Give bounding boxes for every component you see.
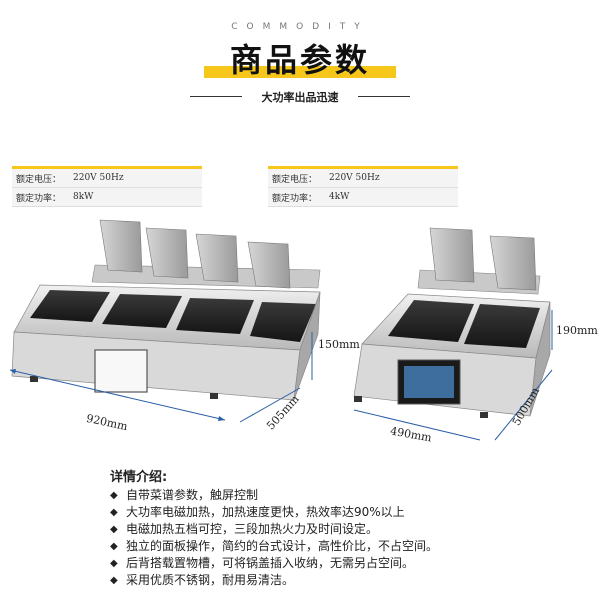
cooking-plate	[388, 300, 474, 342]
spec-accent-bar	[268, 166, 458, 169]
list-item: ◆ 独立的面板操作，简约的台式设计，高性价比，不占空间。	[110, 538, 590, 555]
spec-value: 4kW	[329, 192, 350, 202]
diamond-bullet-icon: ◆	[110, 507, 118, 518]
list-item: ◆ 采用优质不锈钢，耐用易清洁。	[110, 572, 590, 589]
diamond-bullet-icon: ◆	[110, 558, 118, 569]
four-zone-cooker-image	[11, 219, 321, 401]
spec-label: 额定电压：	[272, 174, 318, 185]
diamond-bullet-icon: ◆	[110, 524, 118, 535]
detail-text: 自带菜谱参数，触屏控制	[126, 488, 259, 502]
lid-icon	[489, 235, 537, 291]
diamond-bullet-icon: ◆	[110, 490, 118, 501]
spec-label: 额定电压：	[16, 174, 62, 185]
cooking-plate	[464, 304, 540, 348]
spec-value: 220V 50Hz	[329, 173, 380, 183]
spec-row: 额定功率： 4kW	[268, 188, 458, 207]
detail-text: 采用优质不锈钢，耐用易清洁。	[126, 573, 295, 587]
diamond-bullet-icon: ◆	[110, 541, 118, 552]
list-item: ◆ 自带菜谱参数，触屏控制	[110, 487, 590, 504]
cooking-plate	[250, 302, 316, 342]
list-item: ◆ 后背搭载置物槽，可将锅盖插入收纳，无需另占空间。	[110, 555, 590, 572]
spec-row: 额定电压： 220V 50Hz	[12, 169, 202, 188]
lid-icon	[429, 227, 475, 283]
dim-height-right: 190mm	[556, 324, 598, 337]
spec-value: 220V 50Hz	[73, 173, 124, 183]
detail-text: 电磁加热五档可控，三段加热火力及时间设定。	[126, 522, 379, 536]
section-overline: COMMODITY	[231, 22, 369, 32]
details-title: 详情介绍:	[110, 470, 168, 485]
detail-text: 后背搭载置物槽，可将锅盖插入收纳，无需另占空间。	[126, 556, 415, 570]
spec-label: 额定功率：	[272, 193, 318, 204]
spec-table-8kw: 额定电压： 220V 50Hz 额定功率： 8kW	[12, 166, 202, 207]
dimension-lines-left	[9, 332, 313, 423]
section-subtitle: 大功率出品迅速	[261, 91, 339, 104]
spec-value: 8kW	[73, 192, 94, 202]
list-item: ◆ 电磁加热五档可控，三段加热火力及时间设定。	[110, 521, 590, 538]
subtitle-line-left	[190, 96, 242, 97]
two-zone-cooker-image	[353, 227, 551, 418]
lid-rack	[91, 219, 321, 289]
detail-text: 独立的面板操作，简约的台式设计，高性价比，不占空间。	[126, 539, 439, 553]
title-highlight	[204, 66, 396, 78]
cooking-plate	[102, 294, 182, 328]
diamond-bullet-icon: ◆	[110, 575, 118, 586]
details-list: ◆ 自带菜谱参数，触屏控制 ◆ 大功率电磁加热，加热速度更快，热效率达90%以上 ◆…	[110, 487, 590, 589]
spec-row: 额定电压： 220V 50Hz	[268, 169, 458, 188]
spec-label: 额定功率：	[16, 193, 62, 204]
dimension-lines-right	[353, 310, 553, 441]
control-panel	[94, 349, 148, 393]
section-title: 商品参数	[204, 40, 396, 80]
spec-accent-bar	[12, 166, 202, 169]
spec-row: 额定功率： 8kW	[12, 188, 202, 207]
cooking-plate	[30, 290, 110, 322]
detail-text: 大功率电磁加热，加热速度更快，热效率达90%以上	[126, 505, 405, 519]
cooking-plate	[176, 298, 254, 334]
section-title-text: 商品参数	[229, 41, 370, 79]
list-item: ◆ 大功率电磁加热，加热速度更快，热效率达90%以上	[110, 504, 590, 521]
dim-height-left: 150mm	[318, 338, 360, 351]
spec-table-4kw: 额定电压： 220V 50Hz 额定功率： 4kW	[268, 166, 458, 207]
subtitle-line-right	[358, 96, 410, 97]
